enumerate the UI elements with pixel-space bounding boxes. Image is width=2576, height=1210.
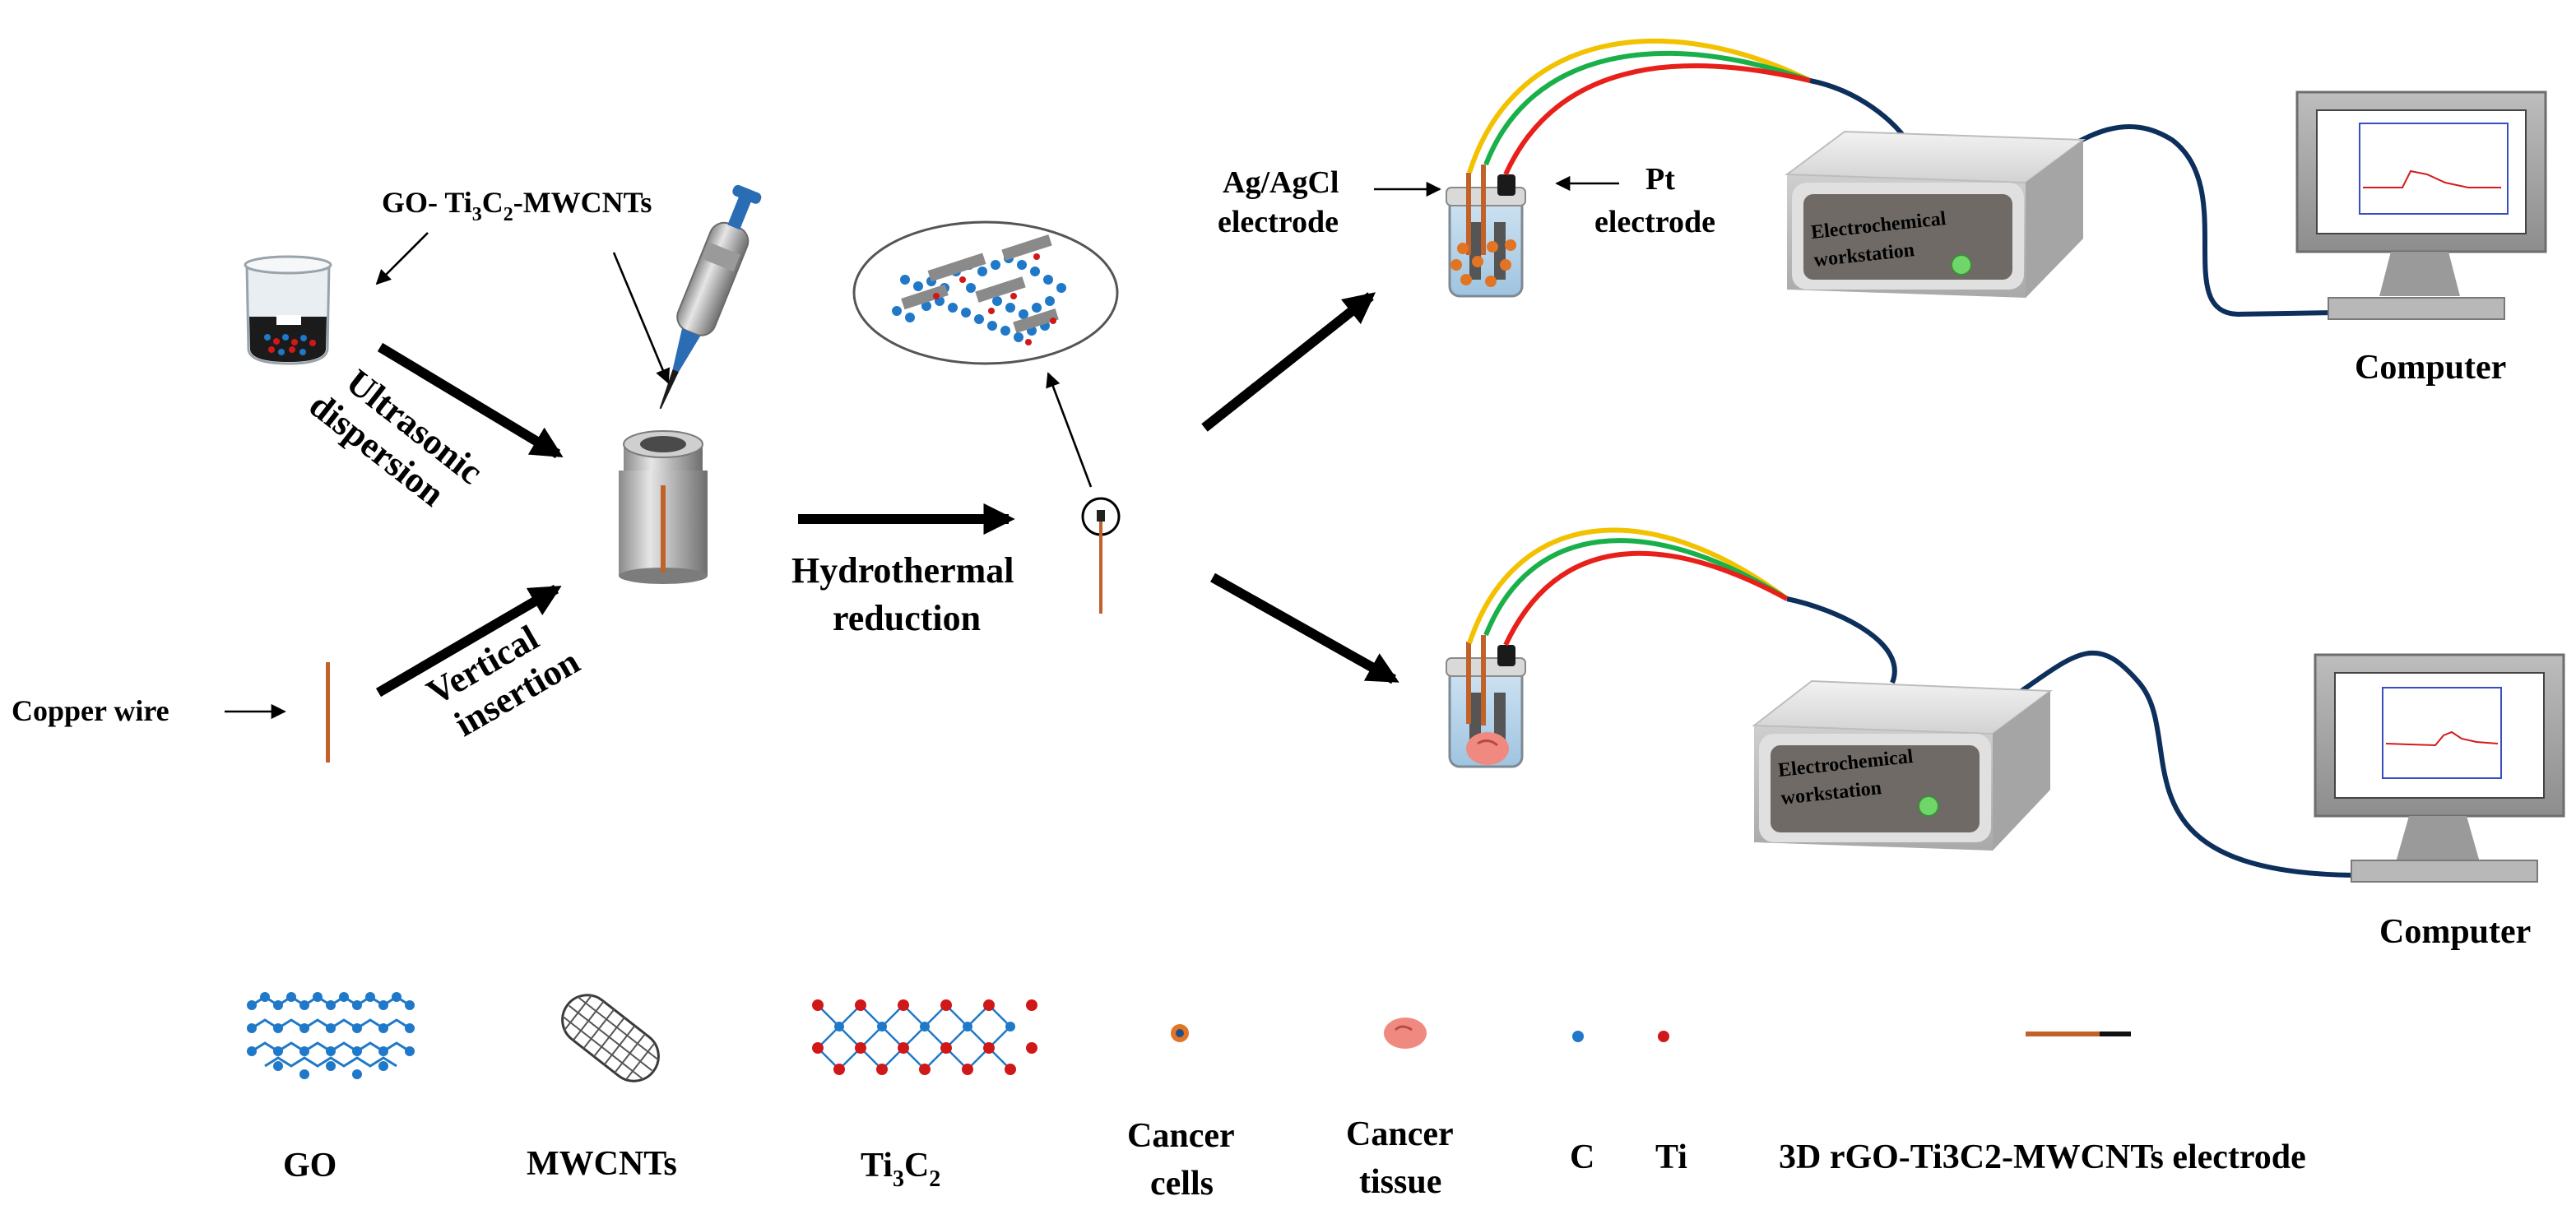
thin-arrows bbox=[225, 175, 1619, 720]
legend-go-label: GO bbox=[283, 1147, 337, 1185]
legend-carbon-icon bbox=[1572, 1031, 1584, 1042]
agagcl-label: Ag/AgCl bbox=[1223, 165, 1339, 200]
beaker-icon bbox=[244, 255, 332, 365]
composite-label: GO- Ti3C2-MWCNTs bbox=[382, 186, 652, 225]
legend-ti3c2-label: Ti3C2 bbox=[861, 1147, 940, 1192]
legend-ti-label: Ti bbox=[1655, 1138, 1687, 1176]
electrochemical-cell-bottom bbox=[1446, 635, 1526, 768]
legend-cancer-cells-label-2: cells bbox=[1150, 1165, 1214, 1203]
computer-top-label: Computer bbox=[2355, 349, 2506, 387]
reduction-label: reduction bbox=[833, 598, 981, 638]
legend-mwcnts-icon bbox=[561, 994, 660, 1083]
legend-mwcnts-label: MWCNTs bbox=[527, 1145, 677, 1183]
electrochemical-cell-top bbox=[1446, 165, 1526, 298]
legend-titanium-icon bbox=[1658, 1031, 1669, 1042]
legend-electrode-label: 3D rGO-Ti3C2-MWCNTs electrode bbox=[1779, 1138, 2306, 1176]
pt-label: Pt bbox=[1645, 162, 1675, 197]
computer-bottom bbox=[2314, 653, 2565, 883]
pt-electrode-label: electrode bbox=[1594, 205, 1715, 239]
legend-c-label: C bbox=[1570, 1138, 1594, 1176]
workstation-bottom bbox=[1752, 679, 2053, 851]
workstation-top bbox=[1785, 130, 2086, 298]
hydrothermal-label: Hydrothermal bbox=[791, 550, 1014, 591]
legend-cancer-cell-icon bbox=[1171, 1024, 1189, 1042]
legend-cancer-tissue-label-2: tissue bbox=[1359, 1163, 1441, 1201]
legend-ti3c2-icon bbox=[812, 999, 1037, 1075]
legend-cancer-cells-label-1: Cancer bbox=[1127, 1117, 1235, 1155]
copper-wire-label: Copper wire bbox=[12, 694, 169, 727]
nanostructure-zoom bbox=[852, 220, 1119, 365]
legend-electrode-icon bbox=[2026, 1032, 2131, 1036]
legend-cancer-tissue-label-1: Cancer bbox=[1346, 1115, 1454, 1153]
finished-electrode-icon bbox=[1081, 497, 1121, 614]
agagcl-electrode-label: electrode bbox=[1218, 205, 1339, 239]
computer-bottom-label: Computer bbox=[2379, 913, 2531, 951]
copper-wire-icon bbox=[326, 662, 330, 763]
electrode-leads bbox=[1467, 38, 1812, 647]
legend-go-icon bbox=[247, 992, 415, 1079]
computer-top bbox=[2295, 90, 2547, 320]
electrode-mold-icon bbox=[619, 430, 708, 584]
thick-arrows bbox=[375, 292, 1399, 698]
legend-cancer-tissue-icon bbox=[1384, 1018, 1427, 1049]
ultrasonic-dispersion-label: Ultrasonic dispersion bbox=[302, 361, 490, 514]
vertical-insertion-label: Vertical insertion bbox=[420, 618, 587, 744]
pipette-icon bbox=[659, 184, 762, 410]
